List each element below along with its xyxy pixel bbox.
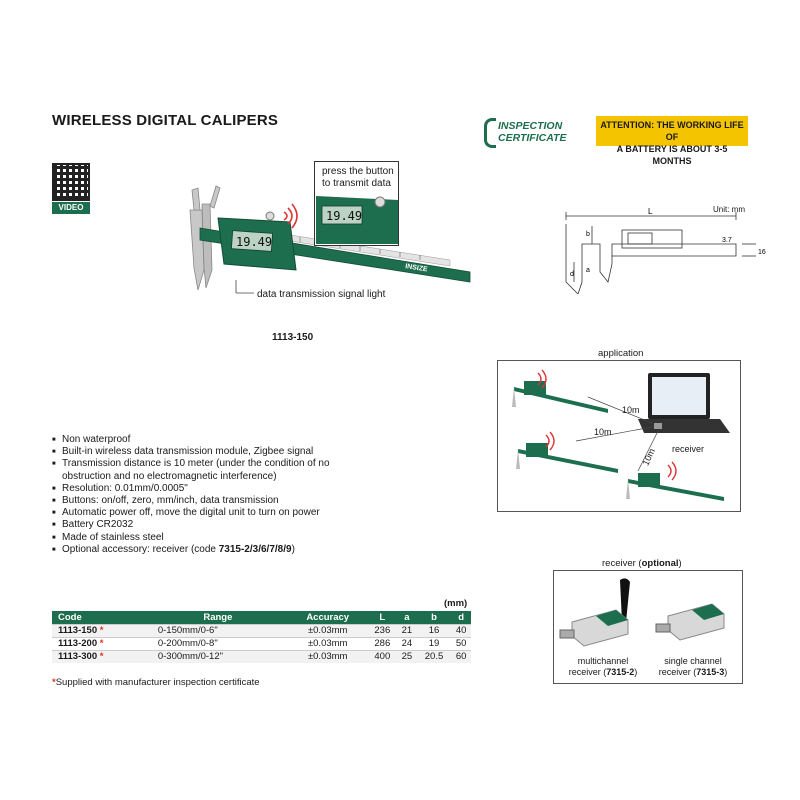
- brand-logo: INSIZE: [405, 263, 429, 273]
- application-illustration: [512, 369, 730, 501]
- laptop-icon: [638, 373, 730, 433]
- multichannel-receiver-icon: [559, 578, 630, 647]
- list-item: Built-in wireless data transmission modu…: [52, 446, 452, 458]
- dim-b: b: [586, 231, 590, 238]
- zoomed-display-illustration: 19.49: [316, 196, 398, 244]
- caliper-small-icon-1: [512, 369, 608, 413]
- spec-table: Code Range Accuracy L a b d 1113-150 * 0…: [52, 611, 471, 663]
- header-d: d: [451, 611, 471, 624]
- table-row: 1113-150 * 0-150mm/0-6" ±0.03mm 236 21 1…: [52, 623, 471, 637]
- lcd-reading: 19.49: [236, 235, 272, 249]
- table-row: 1113-300 * 0-300mm/0-12" ±0.03mm 400 25 …: [52, 649, 471, 663]
- qr-code-icon[interactable]: [52, 163, 90, 201]
- header-L: L: [367, 611, 398, 624]
- dim-d: d: [570, 271, 574, 278]
- header-b: b: [416, 611, 452, 624]
- header-range: Range: [147, 611, 288, 624]
- application-box: [497, 360, 741, 512]
- list-item: Battery CR2032: [52, 519, 452, 531]
- list-item: Made of stainless steel: [52, 532, 452, 544]
- list-item: obstruction and no electromagnetic inter…: [62, 470, 277, 482]
- dim-3-7: 3.7: [722, 237, 732, 244]
- receiver-box: [553, 570, 743, 684]
- footnote: *Supplied with manufacturer inspection c…: [52, 677, 260, 688]
- model-label: 1113-150: [272, 332, 314, 343]
- dim-16: 16: [758, 249, 766, 256]
- distance-label-1: 10m: [622, 405, 640, 415]
- page-title: WIRELESS DIGITAL CALIPERS: [52, 112, 279, 129]
- header-a: a: [397, 611, 417, 624]
- receiver-dongle-icon: [654, 423, 662, 429]
- multichannel-receiver-label: multichannel receiver (7315-2): [568, 656, 638, 677]
- table-unit: (mm): [444, 598, 468, 609]
- signal-waves-icon: [283, 203, 298, 229]
- inspection-certificate-badge: INSPECTION CERTIFICATE: [484, 116, 580, 150]
- unit-label: Unit: mm: [713, 205, 745, 214]
- distance-label-2: 10m: [594, 427, 612, 437]
- dimension-schematic: L b a d 3.7 16: [565, 207, 766, 294]
- receiver-illustration: [559, 578, 725, 647]
- video-badge[interactable]: VIDEO: [52, 202, 90, 214]
- list-item: Non waterproof: [52, 434, 452, 446]
- list-item: Transmission distance is 10 meter (under…: [52, 458, 452, 470]
- signal-light-label: data transmission signal light: [257, 289, 386, 300]
- receiver-optional-title: receiver (optional): [602, 558, 682, 569]
- attention-banner: ATTENTION: THE WORKING LIFE OF A BATTERY…: [596, 116, 748, 166]
- single-channel-receiver-icon: [655, 603, 725, 641]
- list-item: Optional accessory: receiver (code 7315-…: [52, 544, 452, 556]
- zoomed-lcd-reading: 19.49: [326, 209, 362, 223]
- caliper-small-icon-2: [516, 431, 618, 473]
- application-title: application: [598, 348, 644, 359]
- certificate-bracket-icon: [484, 118, 496, 148]
- single-channel-receiver-label: single channel receiver (7315-3): [658, 656, 728, 677]
- certificate-text: INSPECTION CERTIFICATE: [498, 120, 567, 144]
- list-item: Buttons: on/off, zero, mm/inch, data tra…: [52, 495, 452, 507]
- dim-L: L: [648, 207, 653, 216]
- feature-list: Non waterproof Built-in wireless data tr…: [52, 434, 452, 556]
- table-row: 1113-200 * 0-200mm/0-8" ±0.03mm 286 24 1…: [52, 636, 471, 650]
- list-item: Resolution: 0.01mm/0.0005": [52, 483, 452, 495]
- header-code: Code: [52, 611, 148, 624]
- caliper-small-icon-3: [626, 461, 724, 501]
- list-item: Automatic power off, move the digital un…: [52, 507, 452, 519]
- table-header-row: Code Range Accuracy L a b d: [52, 611, 471, 624]
- callout-text: press the button to transmit data: [322, 166, 394, 189]
- header-accuracy: Accuracy: [287, 611, 368, 624]
- receiver-label: receiver: [672, 444, 705, 454]
- dim-a: a: [586, 267, 590, 274]
